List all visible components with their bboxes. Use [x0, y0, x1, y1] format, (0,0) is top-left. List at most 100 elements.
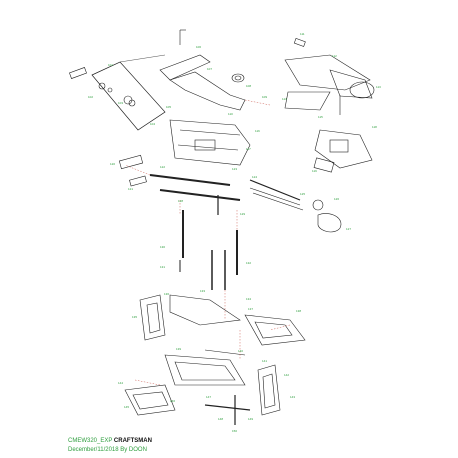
- detail-box: [91, 61, 166, 131]
- chute-base: [284, 91, 331, 111]
- footer-model-line: CMEW320_EXP CRAFTSMAN: [68, 438, 152, 444]
- part-callout: 129: [240, 212, 245, 216]
- model-code: CMEW320_EXP: [68, 438, 113, 444]
- handle-assembly: [159, 54, 211, 81]
- left-table-inner: [132, 391, 169, 410]
- part-callout: 120: [110, 162, 115, 166]
- part-callout: 124: [252, 175, 257, 179]
- part-callout: 126: [334, 197, 339, 201]
- leader-line: [119, 54, 166, 63]
- carriage-rail: [177, 144, 239, 151]
- part-callout: 102: [88, 95, 93, 99]
- motor-pulley-inner: [234, 75, 242, 81]
- part-callout: 138: [296, 309, 301, 313]
- carriage-rail: [179, 129, 241, 136]
- part-callout: 130: [160, 245, 165, 249]
- footer-date-line: December/11/2018 By DOON: [68, 447, 147, 453]
- part-callout: 108: [246, 84, 251, 88]
- right-side-panel: [257, 364, 281, 416]
- part-callout: 135: [132, 315, 137, 319]
- part-callout: 118: [372, 125, 377, 129]
- part-callout: 122: [160, 165, 165, 169]
- side-plate: [118, 154, 144, 170]
- part-callout: 134: [246, 297, 251, 301]
- left-extension-table: [124, 384, 176, 416]
- left-side-inner: [146, 302, 161, 334]
- part-callout: 110: [228, 112, 233, 116]
- right-extension-table: [244, 314, 306, 346]
- part-callout: 101: [108, 63, 113, 67]
- dust-chute: [284, 54, 371, 91]
- part-callout: 140: [238, 349, 243, 353]
- brand-name: CRAFTSMAN: [113, 438, 152, 444]
- part-callout: 119: [312, 169, 317, 173]
- gearbox-plate: [313, 157, 335, 173]
- pulley-part: [312, 199, 324, 211]
- part-callout: 147: [206, 395, 211, 399]
- part-callout: 115: [318, 115, 323, 119]
- part-callout: 146: [170, 399, 175, 403]
- motor-body: [329, 69, 373, 99]
- motor-pulley: [231, 73, 245, 83]
- part-callout: 131: [160, 265, 165, 269]
- part-callout: 137: [248, 307, 253, 311]
- base-frame: [164, 354, 246, 386]
- motor-end-cap: [349, 81, 375, 99]
- crossbar: [204, 404, 251, 411]
- part-callout: 128: [178, 199, 183, 203]
- part-callout: 123: [232, 167, 237, 171]
- part-callout: 145: [124, 405, 129, 409]
- part-callout: 114: [282, 97, 287, 101]
- part-callout: 104: [150, 122, 155, 126]
- part-callout: 148: [218, 417, 223, 421]
- part-callout: 139: [176, 347, 181, 351]
- part-callout: 144: [118, 381, 123, 385]
- left-side-panel: [139, 294, 166, 341]
- part-callout: 121: [128, 187, 133, 191]
- part-callout: 142: [284, 373, 289, 377]
- roller: [149, 174, 231, 186]
- carriage-block: [194, 139, 216, 151]
- part-callout: 149: [248, 417, 253, 421]
- part-callout: 106: [196, 45, 201, 49]
- side-plate-small: [129, 175, 147, 187]
- part-callout: 103: [118, 101, 123, 105]
- part-callout: 141: [262, 359, 267, 363]
- top-small-plate: [293, 38, 306, 47]
- motor-cover: [169, 71, 246, 111]
- roller: [159, 189, 241, 201]
- alignment-dash: [134, 379, 161, 386]
- part-callout: 132: [246, 261, 251, 265]
- carriage-frame: [169, 119, 251, 166]
- blade-strip: [252, 192, 304, 211]
- cutter-shaft: [249, 179, 301, 201]
- part-callout: 112: [332, 54, 337, 58]
- alignment-dash: [269, 324, 291, 331]
- part-callout: 117: [246, 147, 251, 151]
- part-callout: 133: [200, 289, 205, 293]
- alignment-dash: [124, 164, 151, 176]
- drive-belt: [317, 213, 342, 233]
- part-callout: 107: [207, 67, 212, 71]
- gear-part: [98, 82, 106, 90]
- bearing-part: [128, 99, 136, 107]
- part-callout: 111: [300, 32, 305, 36]
- part-callout: 150: [232, 429, 237, 433]
- part-callout: 136: [164, 292, 169, 296]
- part-callout: 105: [166, 105, 171, 109]
- part-callout: 143: [290, 395, 295, 399]
- part-callout: 116: [255, 129, 260, 133]
- part-callout: 125: [300, 192, 305, 196]
- gearbox-window: [329, 139, 349, 153]
- base-frame-inner: [174, 361, 236, 381]
- gearbox-housing: [314, 129, 373, 169]
- base-rail: [204, 349, 246, 356]
- alignment-dash: [244, 99, 271, 106]
- planer-table: [169, 294, 241, 326]
- right-table-inner: [254, 321, 293, 339]
- part-callout: 113: [376, 85, 381, 89]
- part-callout: 109: [262, 95, 267, 99]
- small-gear-part: [107, 87, 113, 93]
- right-side-inner: [262, 373, 276, 409]
